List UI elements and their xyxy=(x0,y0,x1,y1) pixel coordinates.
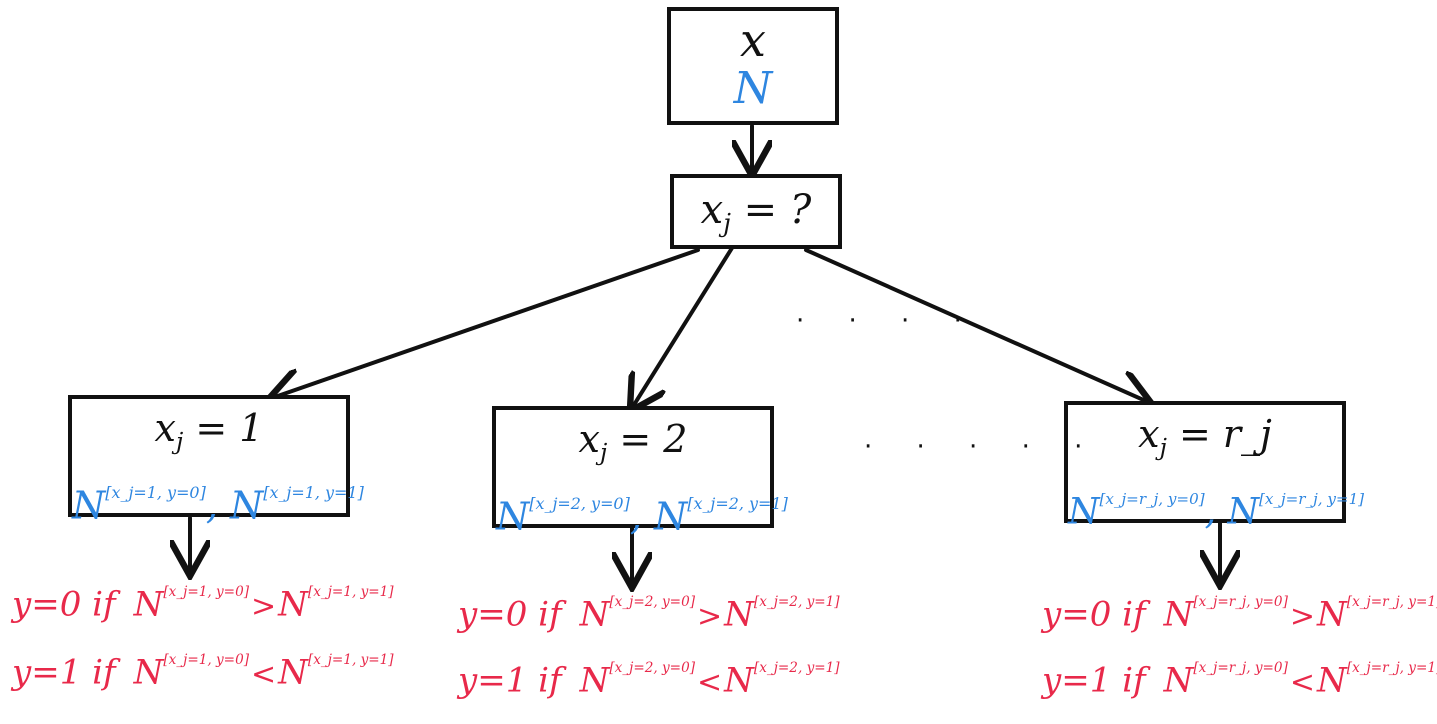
branch-2-rule-y1-label: y=1 if xyxy=(458,660,562,701)
branch-1-rule-y1-sup0: [x_j=1, y=0] xyxy=(163,652,250,668)
branch-3-subscript: j xyxy=(1159,433,1167,462)
branch-1-rule-y1-n0: N xyxy=(133,652,164,693)
branch-3-rule-y1-n0: N xyxy=(1163,660,1194,701)
split-label: xj = ? xyxy=(674,178,838,256)
branch-2-rule-y1-sup0: [x_j=2, y=0] xyxy=(609,660,696,676)
branch-3-count-sup1: [x_j=r_j, y=1] xyxy=(1258,490,1365,509)
branch-node-2: xj = 2 N[x_j=2, y=0], N[x_j=2, y=1] xyxy=(492,406,788,539)
branch-3-rule-y0-n1: N xyxy=(1317,594,1347,635)
branch-3-rule-y1-sup0: [x_j=r_j, y=0] xyxy=(1193,660,1288,676)
branch-3-count-n0: N xyxy=(1068,491,1100,533)
branch-1-rule-y0-cmp: > xyxy=(251,588,277,624)
branch-3-rule-y0-label: y=0 if xyxy=(1042,594,1146,635)
branch-2-rule-y0-sup1: [x_j=2, y=1] xyxy=(753,594,840,610)
branch-2-rule-y1-n1: N xyxy=(724,660,754,701)
branch-2-rule-y0-n1: N xyxy=(724,594,754,635)
branch-1-rule-y1-n1: N xyxy=(278,652,308,693)
branch-1-count-n1: N xyxy=(229,483,264,528)
branch-2-value: = 2 xyxy=(607,417,688,461)
branch-1-header: xj = 1 xyxy=(72,403,346,466)
branch-3-count-n1: N xyxy=(1227,491,1259,533)
branch-2-rule-y1-cmp: < xyxy=(697,664,723,700)
arrow-split-to-branch-2 xyxy=(632,246,734,408)
branch-2-rule-y0-label: y=0 if xyxy=(458,594,562,635)
root-count: N xyxy=(733,63,773,114)
split-variable: x xyxy=(700,187,724,233)
branch-2-header: xj = 2 xyxy=(496,414,770,477)
branch-3-rule-y0-sup1: [x_j=r_j, y=1] xyxy=(1346,594,1437,610)
branch-1-counts: N[x_j=1, y=0], N[x_j=1, y=1] xyxy=(72,483,364,528)
arrow-split-to-branch-1 xyxy=(272,248,700,398)
root-node: x N xyxy=(667,7,839,125)
branch-2-rule-y0-n0: N xyxy=(579,594,610,635)
branch-1-rule-y1-sup1: [x_j=1, y=1] xyxy=(307,652,394,668)
branch-2-count-sup0: [x_j=2, y=0] xyxy=(529,494,630,514)
branch-2-rule-y1-sup1: [x_j=2, y=1] xyxy=(753,660,840,676)
branch-1-variable: x xyxy=(154,406,176,450)
branch-2-counts: N[x_j=2, y=0], N[x_j=2, y=1] xyxy=(496,494,788,539)
branch-3-rule-y1-sup1: [x_j=r_j, y=1] xyxy=(1346,660,1437,676)
branch-2-count-n0: N xyxy=(496,494,530,539)
branch-2-rule-y0-cmp: > xyxy=(697,598,723,634)
split-node: xj = ? xyxy=(670,174,842,249)
branch-2-count-n1: N xyxy=(653,494,688,539)
branch-3-header: xj = r_j xyxy=(1068,409,1342,472)
branch-1-rule-y1-cmp: < xyxy=(251,656,277,692)
branch-1-count-sup0: [x_j=1, y=0] xyxy=(105,483,206,503)
branch-node-3: xj = r_j N[x_j=r_j, y=0], N[x_j=r_j, y=1… xyxy=(1064,401,1364,533)
ellipsis-lower: · · · · · xyxy=(864,432,1101,462)
branch-1-rule-y0-n0: N xyxy=(133,584,164,625)
root-variable: x xyxy=(740,13,766,67)
branch-2-rule-y1-n0: N xyxy=(579,660,610,701)
branch-3-rule-y0-sup0: [x_j=r_j, y=0] xyxy=(1193,594,1288,610)
branch-3-rule-y0-n0: N xyxy=(1163,594,1194,635)
branch-2-rule-y0-sup0: [x_j=2, y=0] xyxy=(609,594,696,610)
branch-3-counts: N[x_j=r_j, y=0], N[x_j=r_j, y=1] xyxy=(1068,490,1365,533)
branch-3-rule-y0-cmp: > xyxy=(1289,598,1316,634)
branch-2-subscript: j xyxy=(599,438,608,467)
branch-3-rule-y1-n1: N xyxy=(1317,660,1347,701)
branch-1-count-n0: N xyxy=(72,483,106,528)
branch-node-1: xj = 1 N[x_j=1, y=0], N[x_j=1, y=1] xyxy=(68,395,364,528)
branch-3-rule-y1-cmp: < xyxy=(1289,664,1316,700)
split-question: = ? xyxy=(730,187,812,233)
branch-1-rule-y0-sup0: [x_j=1, y=0] xyxy=(163,584,250,600)
branch-1-rule-y1-label: y=1 if xyxy=(12,652,116,693)
ellipsis-upper: · · · · xyxy=(796,306,980,336)
branch-1-rule-y0-label: y=0 if xyxy=(12,584,116,625)
branch-1-count-sup1: [x_j=1, y=1] xyxy=(263,483,364,503)
split-subscript: j xyxy=(723,208,731,238)
branch-1-value: = 1 xyxy=(183,406,264,450)
branch-2-count-sup1: [x_j=2, y=1] xyxy=(687,494,788,514)
branch-3-rule-y1-label: y=1 if xyxy=(1042,660,1146,701)
branch-3-variable: x xyxy=(1138,412,1160,456)
branch-1-rule-y0-n1: N xyxy=(278,584,308,625)
arrow-split-to-branch-3 xyxy=(804,248,1148,402)
branch-2-variable: x xyxy=(578,417,600,461)
branch-1-subscript: j xyxy=(175,427,184,456)
branch-3-count-sup0: [x_j=r_j, y=0] xyxy=(1099,490,1205,509)
branch-3-value: = r_j xyxy=(1166,412,1272,456)
branch-1-rule-y0-sup1: [x_j=1, y=1] xyxy=(307,584,394,600)
